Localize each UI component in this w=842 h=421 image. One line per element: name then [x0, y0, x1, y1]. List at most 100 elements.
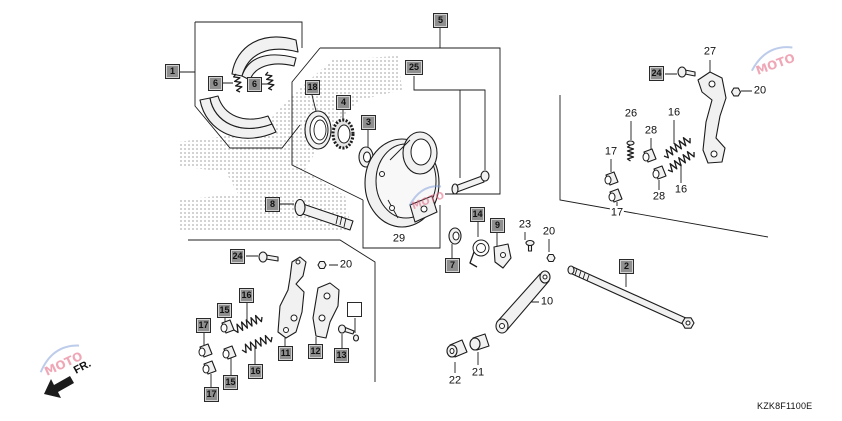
- shoe-spring: [232, 73, 243, 93]
- plate-hole: [323, 292, 331, 300]
- collar-pin: [198, 343, 213, 358]
- pin-spring: [626, 144, 635, 162]
- bolt-shank: [684, 69, 696, 77]
- pin-shank: [454, 175, 485, 193]
- seal-inner: [309, 115, 329, 145]
- arm-hole: [290, 314, 298, 322]
- spring-pin-assembly: [626, 140, 635, 162]
- spring-tail: [469, 251, 478, 268]
- axle-threads: [574, 268, 590, 282]
- cam-head: [294, 198, 306, 217]
- bolt-head: [525, 239, 535, 247]
- axle-end: [567, 265, 575, 275]
- pin-group-bracket: [413, 76, 486, 178]
- shoe-lining: [231, 36, 299, 77]
- brake-shoe-lower: [199, 95, 277, 139]
- callout-1: 1: [165, 64, 180, 79]
- panel-pin: [451, 170, 490, 195]
- callout-21: 21: [470, 366, 486, 379]
- callout-17-c: 17: [603, 145, 619, 158]
- small-bolt: [337, 324, 355, 335]
- callout-16-a: 16: [239, 288, 254, 303]
- rod-hole: [499, 323, 505, 329]
- arm-bolt: [677, 66, 696, 78]
- callout-17-a: 17: [196, 318, 211, 333]
- coil-spring: [663, 137, 691, 159]
- callout-17-b: 17: [204, 387, 219, 402]
- spring-pin: [222, 345, 237, 360]
- arm-hole: [710, 150, 718, 158]
- pin-head: [451, 183, 459, 195]
- callout-11: 11: [278, 346, 293, 361]
- callout-24-b: 24: [649, 66, 664, 81]
- watermark-arc: [39, 344, 80, 373]
- pin-head: [626, 140, 635, 146]
- assembly-29-bracket: [362, 200, 441, 249]
- arm-bolt: [258, 251, 279, 263]
- spring-coil: [472, 239, 490, 257]
- arm-body: [277, 256, 307, 339]
- callout-16-c: 16: [666, 106, 682, 119]
- nut: [317, 260, 327, 270]
- callout-26: 26: [623, 107, 639, 120]
- brake-panel: [364, 131, 440, 228]
- right-region-border: [559, 95, 769, 238]
- arrow-icon: [44, 376, 74, 398]
- callout-12: 12: [308, 344, 323, 359]
- callout-20-a: 20: [338, 258, 354, 271]
- joint-face: [469, 337, 481, 351]
- brake-cam: [294, 198, 354, 231]
- axle-shaft: [569, 266, 689, 326]
- nut: [546, 253, 556, 263]
- callout-14: 14: [470, 207, 485, 222]
- arm-hole: [708, 80, 716, 88]
- callout-29: 29: [391, 232, 407, 245]
- wear-indicator: [331, 118, 355, 150]
- watermark-arc: [408, 185, 442, 206]
- collar-pin: [202, 360, 217, 375]
- brake-rod: [495, 270, 551, 334]
- lever-arm: [277, 256, 307, 339]
- callout-5: 5: [433, 13, 448, 28]
- brake-shoe-upper: [231, 36, 299, 81]
- small-pin: [352, 334, 360, 342]
- callout-16-d: 16: [673, 183, 689, 196]
- callout-6-a: 6: [208, 76, 223, 91]
- rod-joint: [469, 333, 490, 351]
- callout-27: 27: [702, 45, 718, 58]
- pedal-arm: [697, 71, 727, 164]
- lower-left-region-border: [188, 239, 376, 382]
- washer-hole: [452, 231, 460, 241]
- callout-4: 4: [336, 95, 351, 110]
- callout-28-b: 28: [651, 190, 667, 203]
- plate-body: [312, 282, 340, 339]
- seal-ring: [304, 110, 332, 150]
- collar-pin: [608, 188, 623, 203]
- seal-bore: [313, 119, 327, 141]
- hub-bore: [410, 138, 432, 166]
- callout-23: 23: [517, 218, 533, 231]
- callout-3: 3: [361, 115, 376, 130]
- plate-hole: [318, 314, 326, 322]
- callout-17-d: 17: [609, 206, 625, 219]
- bolt-shank: [265, 254, 279, 262]
- callout-25: 25: [405, 60, 423, 75]
- washer-small: [448, 227, 462, 245]
- callout-20-c: 20: [752, 84, 768, 97]
- callout-10: 10: [539, 295, 555, 308]
- arm-plate: [312, 282, 340, 339]
- callout-8: 8: [265, 197, 280, 212]
- cam-splines: [335, 214, 347, 228]
- catalog-code: KZK8F1100E: [757, 401, 813, 411]
- torsion-spring: [469, 239, 490, 268]
- spring-coil-inner: [476, 243, 486, 253]
- bolt: [525, 239, 535, 252]
- callout-9: 9: [490, 218, 505, 233]
- callout-28-a: 28: [643, 124, 659, 137]
- watermark-text: MOTO: [754, 51, 797, 78]
- shoe-group-frame: [194, 21, 303, 149]
- callout-15-a: 15: [217, 303, 232, 318]
- shoe-web: [209, 95, 273, 129]
- coil-spring: [667, 151, 695, 173]
